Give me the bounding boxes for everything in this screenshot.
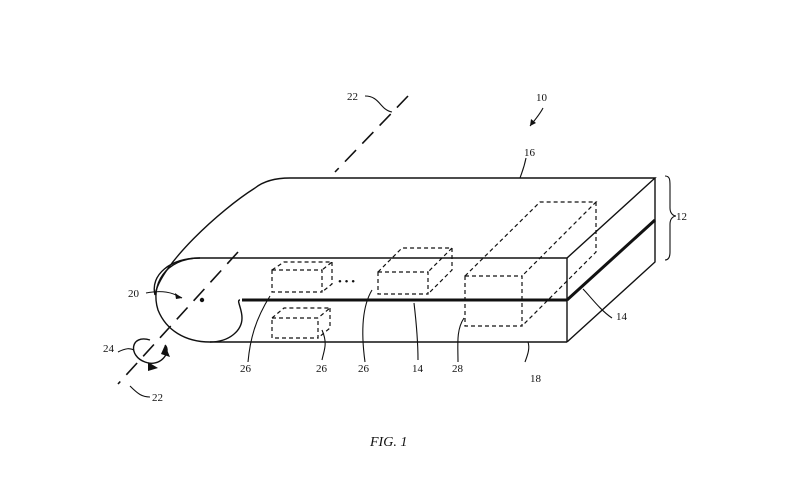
- axis-line-lower: [117, 251, 239, 385]
- figure-caption: FIG. 1: [369, 435, 407, 450]
- label-bend-layer: 14: [412, 363, 424, 375]
- label-component-c: 26: [358, 363, 370, 375]
- label-axis-top: 22: [347, 91, 358, 103]
- label-component-a: 26: [240, 363, 252, 375]
- component-large[interactable]: [464, 201, 598, 327]
- device-body: [153, 177, 657, 343]
- top-face: [153, 177, 657, 296]
- label-component-large: 28: [452, 363, 464, 375]
- rotation-arrow: [117, 338, 170, 371]
- label-device: 10: [536, 92, 548, 104]
- side-face-right: [566, 178, 656, 343]
- bend-axis: [117, 95, 409, 398]
- ellipsis: • • •: [338, 276, 355, 288]
- label-top-layer: 16: [524, 147, 536, 159]
- component-small-2[interactable]: [271, 307, 332, 339]
- label-bottom-layer: 18: [530, 373, 542, 385]
- mid-layer-side[interactable]: [565, 218, 657, 302]
- bend-end: [155, 257, 243, 343]
- label-bend-axis-region: 20: [128, 288, 140, 300]
- label-housing: 12: [676, 211, 687, 223]
- axis-line: [334, 95, 409, 173]
- label-rotation: 24: [103, 343, 115, 355]
- label-bend-layer-right: 14: [616, 311, 628, 323]
- label-component-b: 26: [316, 363, 328, 375]
- component-small-1[interactable]: [271, 261, 334, 293]
- housing-bracket: [664, 175, 677, 261]
- pivot-dot: [199, 297, 205, 303]
- label-axis-bottom: 22: [152, 392, 163, 404]
- axis-leader-bottom: [129, 385, 151, 398]
- axis-leader-top: [364, 95, 393, 113]
- leader-lines: [247, 107, 613, 363]
- component-small-3[interactable]: [377, 247, 454, 295]
- pivot-arrowhead: [175, 293, 182, 299]
